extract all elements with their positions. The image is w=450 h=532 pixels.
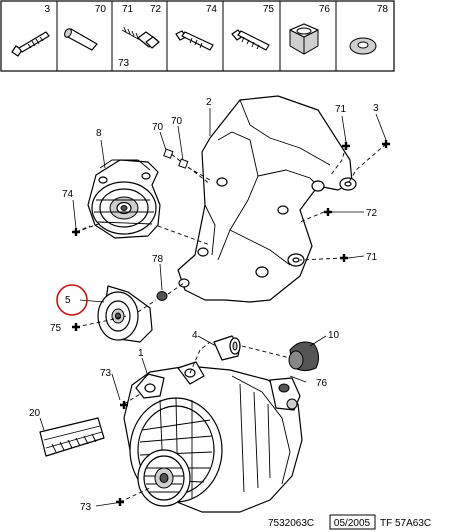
- table-label-74: 74: [206, 4, 218, 15]
- callout-76[interactable]: 76: [316, 378, 328, 389]
- callout-70-left[interactable]: 70: [152, 122, 164, 133]
- flange-bolt-icon: [121, 26, 160, 49]
- washer-icon: [349, 37, 377, 55]
- callout-3[interactable]: 3: [373, 103, 379, 114]
- support-bracket-2[interactable]: [177, 95, 357, 303]
- callout-72[interactable]: 72: [366, 208, 378, 219]
- callout-70-right[interactable]: 70: [171, 116, 183, 127]
- callout-71-right[interactable]: 71: [366, 252, 378, 263]
- spacer-4[interactable]: [213, 335, 241, 361]
- hex-bolt-icon: [175, 30, 214, 51]
- alternator-1[interactable]: [123, 361, 303, 513]
- callout-78[interactable]: 78: [152, 254, 164, 265]
- tensioner-8[interactable]: [87, 159, 161, 239]
- dowel-pin-icon: [64, 28, 98, 51]
- table-label-72: 72: [150, 4, 162, 15]
- footer-code: TF 57A63C: [380, 518, 431, 529]
- table-cell-3[interactable]: 3: [11, 4, 50, 57]
- callout-labels: 2 3 71 8 70 70 74 72 71 78 5 75 4 10 1 7…: [29, 97, 379, 513]
- leader-lines: [39, 108, 387, 507]
- footer-date: 05/2005: [334, 518, 371, 529]
- table-cell-75[interactable]: 75: [231, 4, 275, 51]
- callout-71-top[interactable]: 71: [335, 104, 347, 115]
- stud-bolt-icon: [231, 29, 270, 51]
- fastener-markers: [72, 140, 390, 506]
- table-label-76: 76: [319, 4, 331, 15]
- hex-nut-icon: [289, 23, 319, 55]
- fastener-table: 3 70 71 72 73: [0, 0, 395, 72]
- table-label-71: 71: [122, 4, 134, 15]
- table-cell-70[interactable]: 70: [63, 4, 107, 51]
- footer: 7532063C 05/2005 TF 57A63C: [268, 514, 431, 530]
- highlight-circle: [56, 284, 88, 316]
- callout-10[interactable]: 10: [328, 330, 340, 341]
- callout-5[interactable]: 5: [65, 295, 71, 306]
- table-label-78: 78: [377, 4, 389, 15]
- table-label-73: 73: [118, 58, 130, 69]
- table-cell-78[interactable]: 78: [349, 4, 389, 55]
- callout-2[interactable]: 2: [206, 97, 212, 108]
- table-label-70: 70: [95, 4, 107, 15]
- drive-belt-20[interactable]: [39, 417, 105, 457]
- footer-reference: 7532063C: [268, 518, 314, 529]
- callout-1[interactable]: 1: [138, 348, 144, 359]
- table-cell-76[interactable]: 76: [289, 4, 331, 55]
- callout-74[interactable]: 74: [62, 189, 74, 200]
- table-cell-74[interactable]: 74: [175, 4, 218, 51]
- callout-20[interactable]: 20: [29, 408, 41, 419]
- table-label-3: 3: [44, 4, 50, 15]
- callout-75[interactable]: 75: [50, 323, 62, 334]
- idler-pulley-5[interactable]: [97, 285, 153, 343]
- assembly-lines: [75, 143, 387, 503]
- callout-73-lower[interactable]: 73: [80, 502, 92, 513]
- callout-8[interactable]: 8: [96, 128, 102, 139]
- callout-4[interactable]: 4: [192, 330, 198, 341]
- table-label-75: 75: [263, 4, 275, 15]
- washer-78[interactable]: [156, 291, 168, 301]
- cap-10[interactable]: [288, 341, 320, 372]
- callout-73-upper[interactable]: 73: [100, 368, 112, 379]
- long-screw-icon: [11, 31, 50, 57]
- table-cell-71-72-73[interactable]: 71 72 73: [118, 4, 162, 69]
